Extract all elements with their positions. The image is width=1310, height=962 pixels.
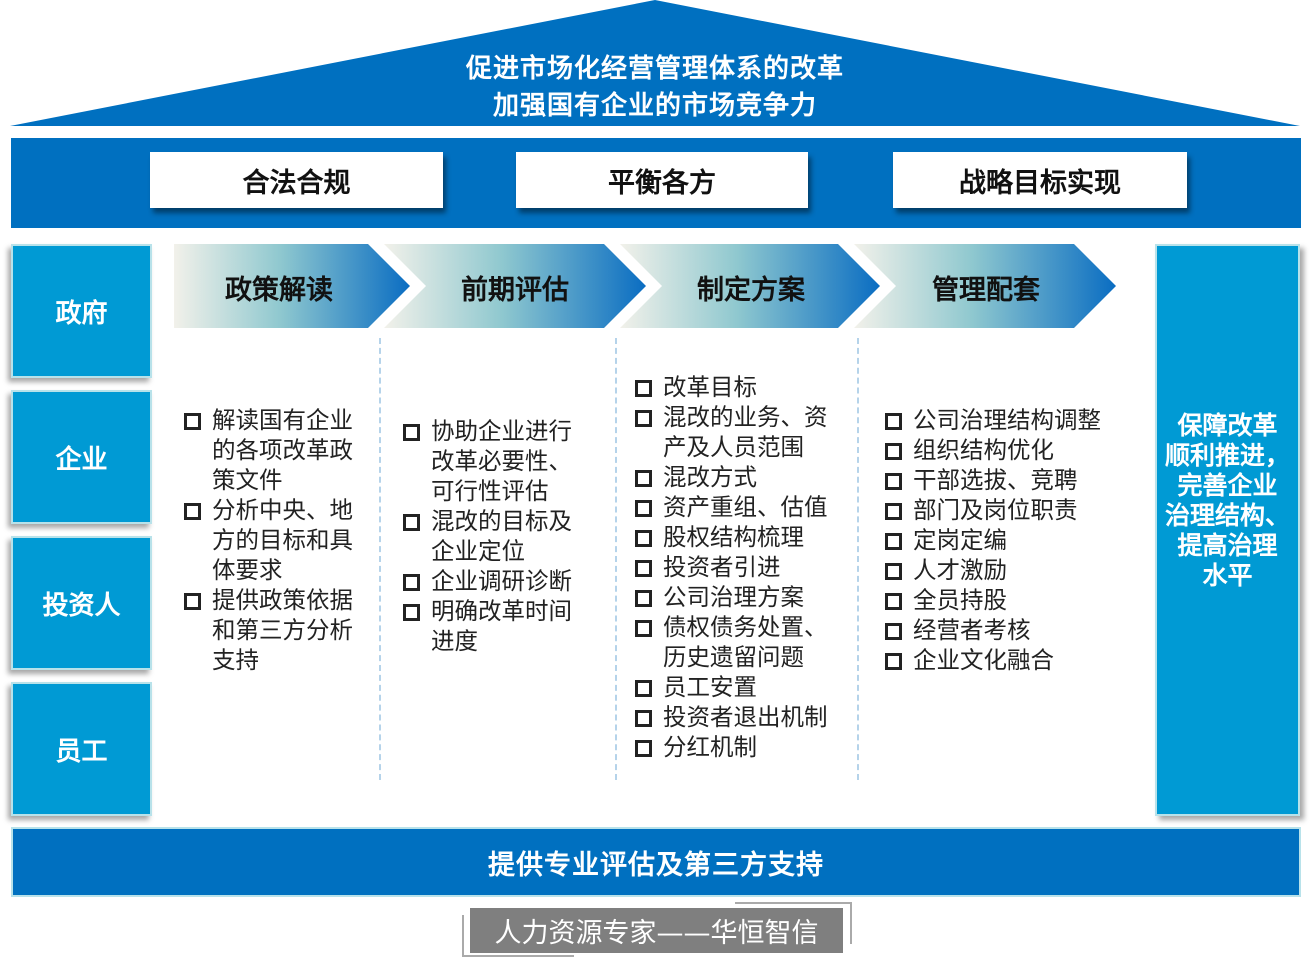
list-item: 企业调研诊断 bbox=[403, 566, 585, 596]
step-arrow-2 bbox=[384, 244, 646, 328]
column-divider bbox=[857, 338, 859, 780]
list-item: 人才激励 bbox=[885, 555, 1125, 585]
list-item: 资产重组、估值 bbox=[635, 492, 845, 522]
list-item: 改革目标 bbox=[635, 372, 845, 402]
list-item: 提供政策依据和第三方分析支持 bbox=[184, 585, 364, 675]
stakeholder-government: 政府 bbox=[11, 244, 152, 378]
checkbox-icon bbox=[885, 593, 902, 610]
step-items-assessment: 协助企业进行改革必要性、可行性评估 混改的目标及企业定位 企业调研诊断 明确改革… bbox=[403, 416, 585, 656]
principle-compliance: 合法合规 bbox=[150, 152, 443, 208]
step-items-plan: 改革目标 混改的业务、资产及人员范围 混改方式 资产重组、估值 股权结构梳理 投… bbox=[635, 372, 845, 762]
checkbox-icon bbox=[635, 410, 652, 427]
roof-title-line1: 促进市场化经营管理体系的改革 bbox=[465, 54, 844, 84]
outcome-text: 保障改革 顺利推进， 完善企业 治理结构、 提高治理 水平 bbox=[1164, 411, 1290, 590]
list-item: 干部选拔、竞聘 bbox=[885, 465, 1125, 495]
step-label-plan: 制定方案 bbox=[697, 274, 805, 306]
list-item: 投资者引进 bbox=[635, 552, 845, 582]
checkbox-icon bbox=[885, 533, 902, 550]
list-item: 协助企业进行改革必要性、可行性评估 bbox=[403, 416, 585, 506]
column-divider bbox=[615, 338, 617, 780]
checkbox-icon bbox=[403, 574, 420, 591]
stakeholder-employee: 员工 bbox=[11, 682, 152, 816]
step-items-policy: 解读国有企业的各项改革政策文件 分析中央、地方的目标和具体要求 提供政策依据和第… bbox=[184, 405, 364, 675]
step-items-management: 公司治理结构调整 组织结构优化 干部选拔、竞聘 部门及岗位职责 定岗定编 人才激… bbox=[885, 405, 1125, 675]
step-arrow-1 bbox=[174, 244, 410, 328]
roof-title-line2: 加强国有企业的市场竞争力 bbox=[492, 91, 817, 121]
step-label-assessment: 前期评估 bbox=[461, 274, 569, 306]
stakeholder-enterprise: 企业 bbox=[11, 390, 152, 524]
principle-strategy: 战略目标实现 bbox=[893, 152, 1187, 208]
foundation-bar: 提供专业评估及第三方支持 bbox=[11, 827, 1301, 897]
list-item: 全员持股 bbox=[885, 585, 1125, 615]
brand-label: 人力资源专家——华恒智信 bbox=[470, 908, 843, 953]
checkbox-icon bbox=[635, 470, 652, 487]
list-item: 投资者退出机制 bbox=[635, 702, 845, 732]
checkbox-icon bbox=[885, 413, 902, 430]
process-arrows bbox=[174, 244, 1116, 328]
checkbox-icon bbox=[635, 620, 652, 637]
checkbox-icon bbox=[635, 590, 652, 607]
checkbox-icon bbox=[635, 710, 652, 727]
checkbox-icon bbox=[635, 500, 652, 517]
brand-frame-decoration bbox=[735, 902, 852, 944]
checkbox-icon bbox=[403, 424, 420, 441]
checkbox-icon bbox=[635, 740, 652, 757]
list-item: 经营者考核 bbox=[885, 615, 1125, 645]
checkbox-icon bbox=[885, 503, 902, 520]
column-divider bbox=[379, 338, 381, 780]
checkbox-icon bbox=[403, 604, 420, 621]
step-arrow-3 bbox=[620, 244, 880, 328]
checkbox-icon bbox=[184, 503, 201, 520]
checkbox-icon bbox=[403, 514, 420, 531]
list-item: 分析中央、地方的目标和具体要求 bbox=[184, 495, 364, 585]
step-label-management: 管理配套 bbox=[932, 274, 1040, 306]
list-item: 债权债务处置、历史遗留问题 bbox=[635, 612, 845, 672]
list-item: 分红机制 bbox=[635, 732, 845, 762]
outcome-pillar: 保障改革 顺利推进， 完善企业 治理结构、 提高治理 水平 bbox=[1155, 244, 1300, 816]
checkbox-icon bbox=[885, 623, 902, 640]
checkbox-icon bbox=[885, 473, 902, 490]
list-item: 股权结构梳理 bbox=[635, 522, 845, 552]
checkbox-icon bbox=[635, 560, 652, 577]
brand-frame-decoration bbox=[462, 915, 574, 957]
checkbox-icon bbox=[885, 443, 902, 460]
list-item: 员工安置 bbox=[635, 672, 845, 702]
roof-triangle bbox=[10, 0, 1300, 126]
list-item: 混改方式 bbox=[635, 462, 845, 492]
checkbox-icon bbox=[184, 413, 201, 430]
stakeholder-investor: 投资人 bbox=[11, 536, 152, 670]
step-label-policy: 政策解读 bbox=[225, 274, 333, 306]
list-item: 定岗定编 bbox=[885, 525, 1125, 555]
checkbox-icon bbox=[635, 680, 652, 697]
checkbox-icon bbox=[885, 563, 902, 580]
checkbox-icon bbox=[184, 593, 201, 610]
list-item: 公司治理结构调整 bbox=[885, 405, 1125, 435]
list-item: 解读国有企业的各项改革政策文件 bbox=[184, 405, 364, 495]
list-item: 企业文化融合 bbox=[885, 645, 1125, 675]
checkbox-icon bbox=[635, 530, 652, 547]
step-arrow-4 bbox=[854, 244, 1116, 328]
list-item: 混改的业务、资产及人员范围 bbox=[635, 402, 845, 462]
checkbox-icon bbox=[635, 380, 652, 397]
list-item: 组织结构优化 bbox=[885, 435, 1125, 465]
checkbox-icon bbox=[885, 653, 902, 670]
list-item: 公司治理方案 bbox=[635, 582, 845, 612]
list-item: 明确改革时间进度 bbox=[403, 596, 585, 656]
principle-balance: 平衡各方 bbox=[516, 152, 808, 208]
list-item: 部门及岗位职责 bbox=[885, 495, 1125, 525]
list-item: 混改的目标及企业定位 bbox=[403, 506, 585, 566]
